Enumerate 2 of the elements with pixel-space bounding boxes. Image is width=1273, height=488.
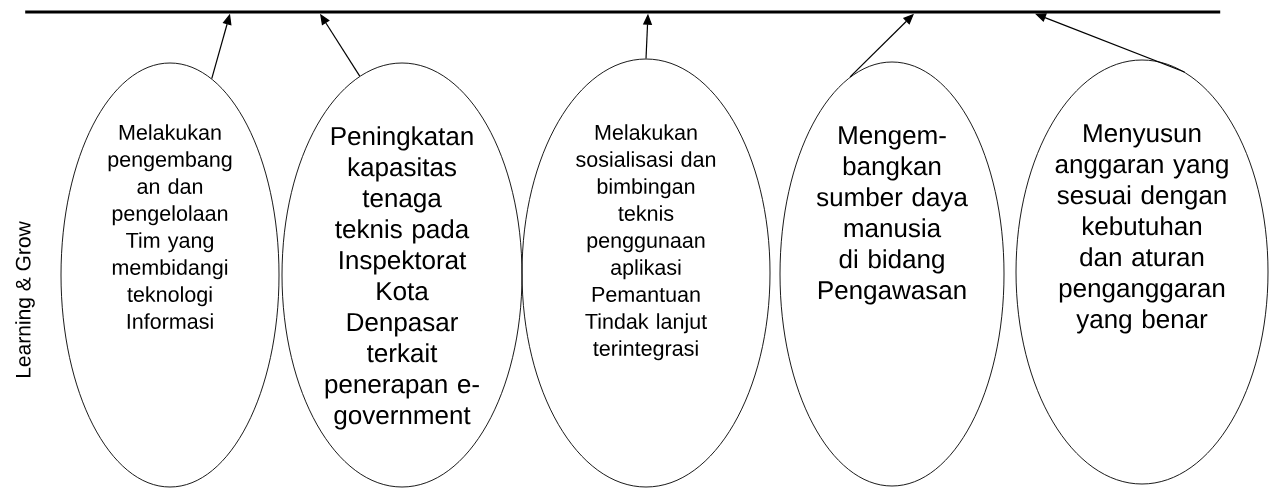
axis-label: Learning & Grow	[15, 221, 35, 378]
arrow	[1035, 13, 1186, 73]
